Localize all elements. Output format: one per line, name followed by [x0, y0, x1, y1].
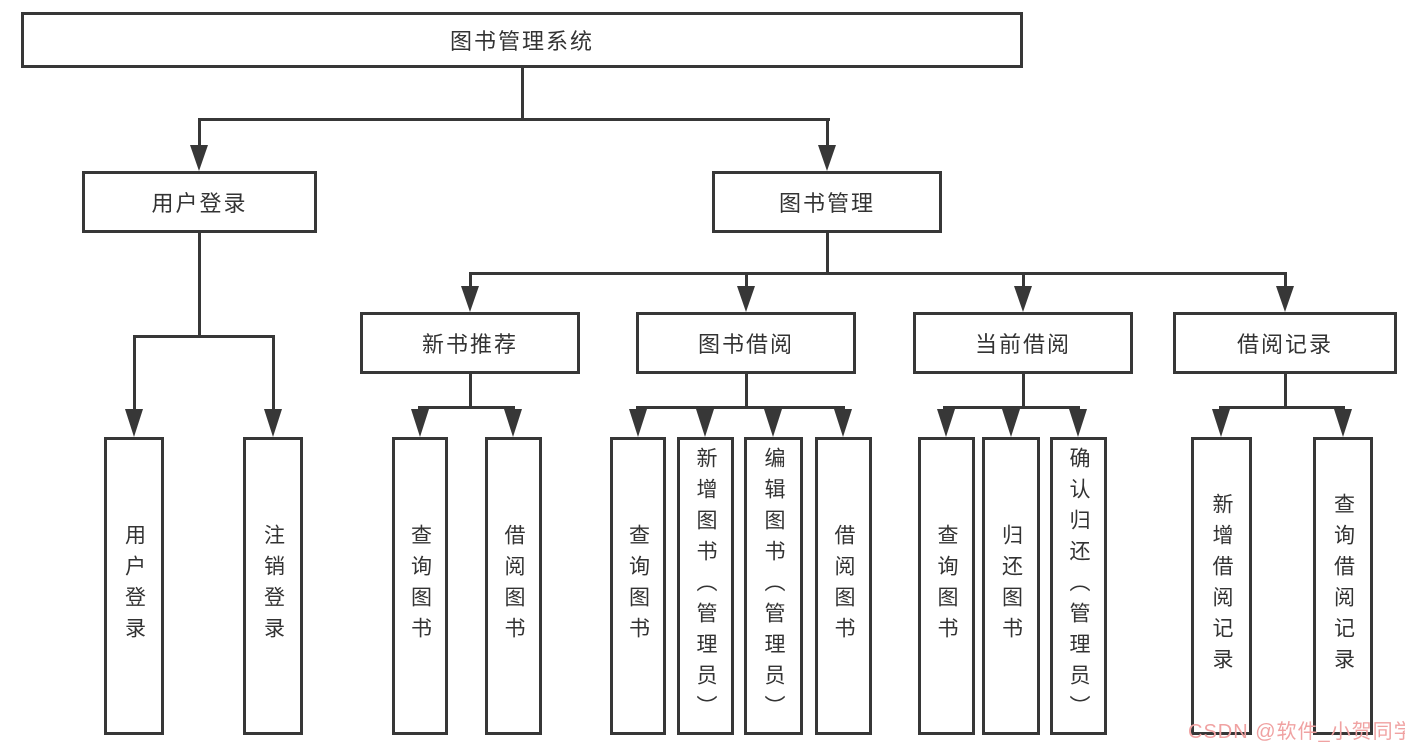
connector-drop-borrow-records — [1284, 275, 1287, 286]
leaf-label: 查询图书 — [408, 524, 432, 648]
leaf-label: 编辑图书（管理员） — [762, 446, 785, 726]
arrow-down-icon — [411, 409, 429, 437]
connector-drop-book-management — [826, 121, 829, 145]
arrow-down-icon — [834, 409, 852, 437]
node-borrow-records: 借阅记录 — [1173, 312, 1397, 374]
node-label: 图书管理 — [778, 191, 875, 216]
connector-drop-book-borrow — [745, 275, 748, 286]
arrow-down-icon — [1069, 409, 1087, 437]
connector-new-books-rail — [418, 406, 515, 409]
arrow-down-icon — [190, 145, 208, 171]
arrow-down-icon — [1276, 286, 1294, 312]
arrow-down-icon — [1002, 409, 1020, 437]
connector-new-books-stem — [469, 374, 472, 409]
csdn-watermark: CSDN @软件_小贺同学 — [1188, 721, 1405, 743]
arrow-down-icon — [1334, 409, 1352, 437]
leaf-current-return-books: 归还图书 — [982, 437, 1040, 735]
connector-current-borrow-stem — [1022, 374, 1025, 409]
node-label: 图书借阅 — [697, 332, 794, 357]
connector-book-borrow-stem — [745, 374, 748, 409]
connector-borrow-records-stem — [1284, 374, 1287, 409]
node-label: 图书管理系统 — [449, 29, 594, 54]
leaf-label: 新增借阅记录 — [1210, 493, 1233, 679]
connector-book-borrow-rail — [636, 406, 845, 409]
arrow-down-icon — [696, 409, 714, 437]
leaf-current-query-books: 查询图书 — [918, 437, 975, 735]
leaf-user-login: 用户登录 — [104, 437, 164, 735]
leaf-label: 查询图书 — [626, 524, 650, 648]
connector-drop-user-login — [198, 121, 201, 145]
connector-drop-current-borrow — [1022, 275, 1025, 286]
leaf-label: 注销登录 — [261, 524, 285, 648]
arrow-down-icon — [461, 286, 479, 312]
connector-book-management-stem — [826, 233, 829, 275]
connector-drop-new-books — [469, 275, 472, 286]
leaf-borrow-borrow-books: 借阅图书 — [815, 437, 872, 735]
arrow-down-icon — [1212, 409, 1230, 437]
leaf-label: 用户登录 — [122, 524, 146, 648]
connector-drop-login-leaf — [133, 338, 136, 412]
arrow-down-icon — [629, 409, 647, 437]
leaf-label: 查询借阅记录 — [1331, 493, 1355, 679]
arrow-down-icon — [937, 409, 955, 437]
leaf-label: 新增图书（管理员） — [694, 446, 717, 726]
connector-current-borrow-rail — [943, 406, 1080, 409]
leaf-recommend-borrow-books: 借阅图书 — [485, 437, 542, 735]
leaf-borrow-add-books-admin: 新增图书（管理员） — [677, 437, 734, 735]
leaf-label: 确认归还（管理员） — [1067, 446, 1090, 726]
connector-level2-rail — [469, 272, 1287, 275]
leaf-borrow-edit-books-admin: 编辑图书（管理员） — [744, 437, 803, 735]
node-book-management: 图书管理 — [712, 171, 942, 233]
arrow-down-icon — [764, 409, 782, 437]
arrow-down-icon — [264, 409, 282, 437]
leaf-label: 借阅图书 — [502, 524, 525, 648]
leaf-label: 借阅图书 — [832, 524, 855, 648]
arrow-down-icon — [504, 409, 522, 437]
connector-borrow-records-rail — [1219, 406, 1345, 409]
leaf-recommend-query-books: 查询图书 — [392, 437, 448, 735]
leaf-borrow-query-books: 查询图书 — [610, 437, 666, 735]
node-library-management-system: 图书管理系统 — [21, 12, 1023, 68]
node-label: 借阅记录 — [1236, 332, 1333, 357]
leaf-label: 归还图书 — [999, 524, 1023, 648]
node-current-borrow: 当前借阅 — [913, 312, 1133, 374]
connector-level1-rail — [198, 118, 830, 121]
arrow-down-icon — [1014, 286, 1032, 312]
leaf-records-query-borrow-record: 查询借阅记录 — [1313, 437, 1373, 735]
arrow-down-icon — [737, 286, 755, 312]
arrow-down-icon — [125, 409, 143, 437]
node-label: 当前借阅 — [974, 332, 1071, 357]
connector-user-login-stem — [198, 233, 201, 338]
connector-root-stem — [521, 68, 524, 121]
leaf-logout: 注销登录 — [243, 437, 303, 735]
node-label: 用户登录 — [151, 191, 248, 216]
arrow-down-icon — [818, 145, 836, 171]
node-new-book-recommend: 新书推荐 — [360, 312, 580, 374]
node-user-login: 用户登录 — [82, 171, 317, 233]
node-book-borrow: 图书借阅 — [636, 312, 856, 374]
leaf-label: 查询图书 — [935, 524, 958, 648]
connector-user-login-rail — [133, 335, 275, 338]
connector-drop-logout-leaf — [272, 338, 275, 412]
leaf-current-confirm-return-admin: 确认归还（管理员） — [1050, 437, 1107, 735]
leaf-records-add-borrow-record: 新增借阅记录 — [1191, 437, 1252, 735]
node-label: 新书推荐 — [421, 332, 518, 357]
